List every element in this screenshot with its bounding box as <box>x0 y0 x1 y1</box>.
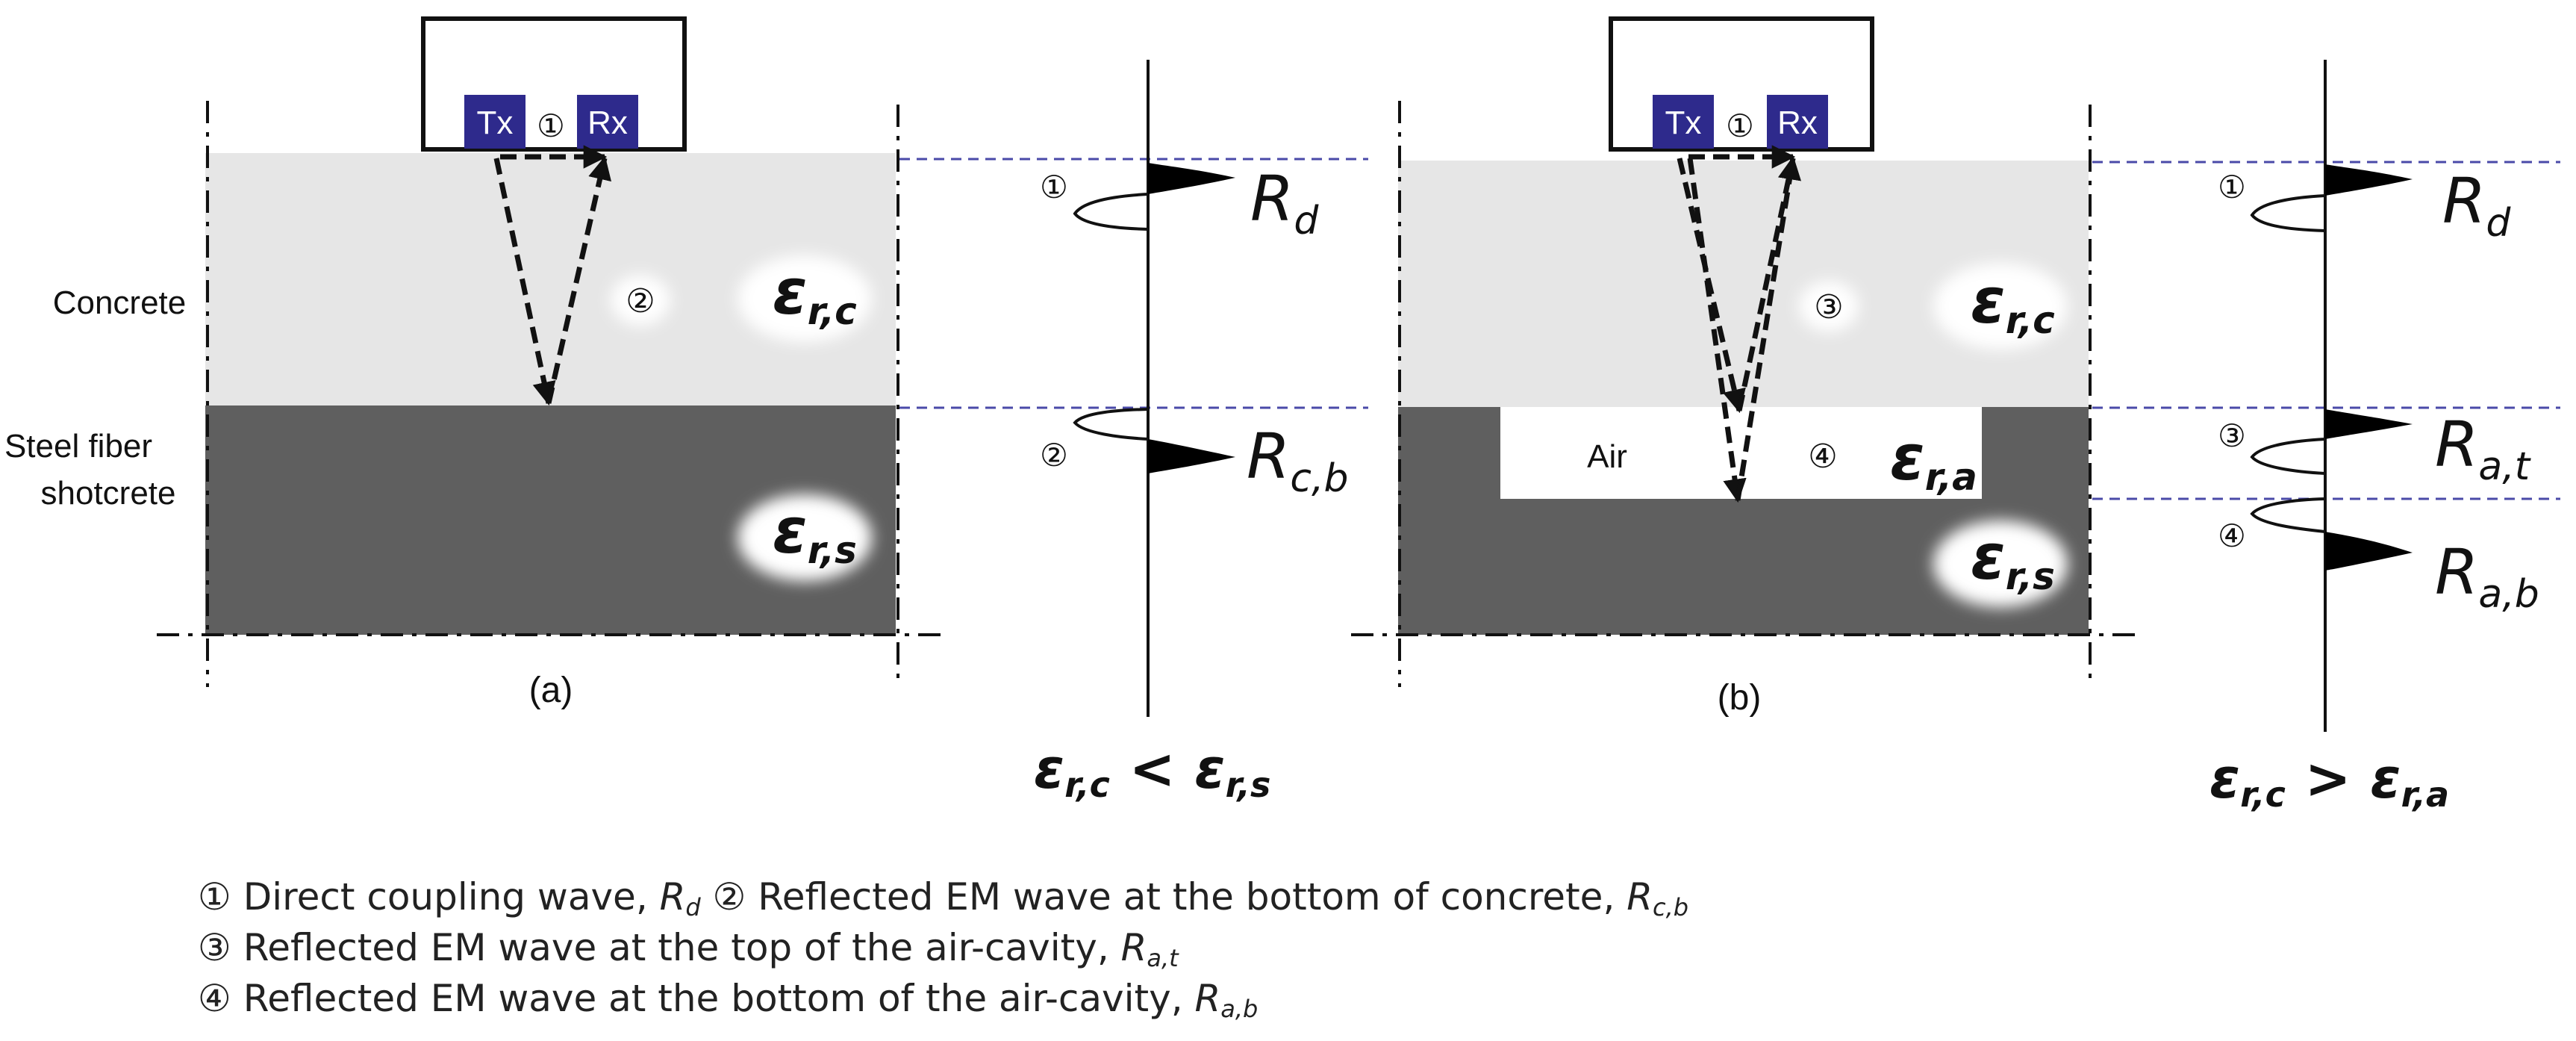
path-3-up-arrow-b <box>1736 158 1796 411</box>
concrete-label: Concrete <box>53 285 187 321</box>
air-label: Air <box>1587 438 1627 475</box>
legend: ① Direct coupling wave, Rd ② Reflected E… <box>198 875 1688 1023</box>
rx-antenna-b <box>1767 95 1828 149</box>
panel-a: Tx Rx ① ② Concrete Steel fiber shotcrete… <box>4 16 944 710</box>
path-4-marker-b: ④ <box>1808 438 1837 476</box>
relation-a: εr,c < εr,s <box>1034 737 1270 805</box>
trace-b: ① ③ ④ Rd Ra,t Ra,b εr,c > εr,a <box>2209 60 2539 815</box>
eps-steel-b: εr,s <box>1971 520 2055 598</box>
tx-antenna-b <box>1653 95 1714 149</box>
path-2-marker-a: ② <box>626 282 655 320</box>
rx-label-b: Rx <box>1777 105 1818 141</box>
trace-label-rcb-a: Rc,b <box>1247 420 1349 501</box>
rx-label-a: Rx <box>587 105 628 141</box>
trace-marker-1-b: ① <box>2218 169 2246 205</box>
path-1-marker-a: ① <box>537 108 565 144</box>
tx-antenna-a <box>464 95 526 149</box>
wavelet-rd-b <box>2325 164 2413 196</box>
legend-line-3: ④ Reflected EM wave at the bottom of the… <box>198 977 1258 1023</box>
tx-label-a: Tx <box>477 105 514 141</box>
path-2-down-arrow-a <box>493 158 556 406</box>
wave-paths-b <box>1677 145 1802 503</box>
trace-marker-3-b: ③ <box>2218 417 2246 454</box>
path-4-down-arrow-b <box>1687 158 1747 503</box>
eps-concrete-a: εr,c <box>773 255 857 333</box>
legend-line-2: ③ Reflected EM wave at the top of the ai… <box>198 926 1179 972</box>
path-3-marker-b: ③ <box>1814 288 1843 326</box>
trace-marker-2-a: ② <box>1040 437 1068 473</box>
trace-a: ① ② Rd Rc,b εr,c < εr,s <box>1034 60 1349 805</box>
wavelet-rcb-a <box>1148 439 1235 473</box>
tx-label-b: Tx <box>1665 105 1702 141</box>
path-1-marker-b: ① <box>1726 108 1754 144</box>
trace-marker-1-a: ① <box>1040 169 1068 205</box>
trace-marker-4-b: ④ <box>2218 518 2246 554</box>
caption-a: (a) <box>529 671 573 710</box>
eps-steel-a: εr,s <box>773 494 857 572</box>
wavelet-rab-b <box>2325 532 2413 571</box>
steel-label-line1: Steel fiber <box>4 428 152 464</box>
legend-line-1: ① Direct coupling wave, Rd ② Reflected E… <box>198 875 1688 922</box>
trace-label-rab-b: Ra,b <box>2435 535 2539 617</box>
eps-concrete-b: εr,c <box>1971 264 2055 342</box>
trace-label-rat-b: Ra,t <box>2435 408 2531 489</box>
trace-label-rd-b: Rd <box>2442 164 2511 246</box>
panel-b: Tx Rx ① ③ ④ Air εr,c εr,a εr,s (b) <box>1351 16 2139 718</box>
eps-air-b: εr,a <box>1890 421 1977 499</box>
caption-b: (b) <box>1718 678 1762 718</box>
steel-label-line2: shotcrete <box>41 475 176 512</box>
rx-antenna-a <box>577 95 638 149</box>
wave-paths-a <box>493 145 612 406</box>
relation-b: εr,c > εr,a <box>2209 747 2449 815</box>
trace-label-rd-a: Rd <box>1250 162 1319 243</box>
wavelet-rd-a <box>1148 163 1235 194</box>
path-4-up-arrow-b <box>1735 155 1802 501</box>
wavelet-rat-b <box>2325 409 2413 439</box>
path-2-up-arrow-a <box>546 155 612 404</box>
